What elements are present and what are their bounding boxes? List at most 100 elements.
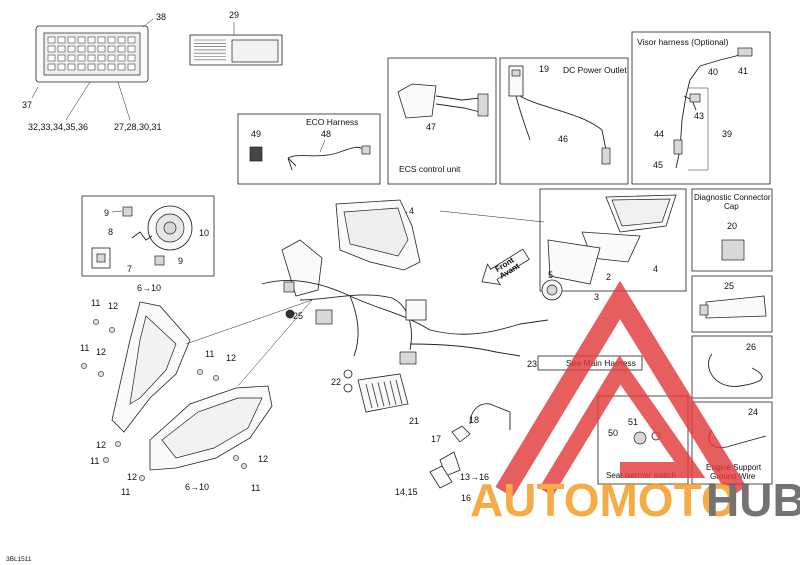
regulator-fin [365,383,373,409]
fuse-slot [97,36,106,44]
callout-11d: 11 [90,456,99,466]
callout-3: 3 [594,292,599,302]
callout-11f: 11 [121,487,130,497]
fuse-slot [87,54,96,62]
fuse-slot [127,54,136,62]
callout-2: 2 [606,272,611,282]
screw [139,475,145,481]
callout-32-36: 32,33,34,35,36 [28,122,88,132]
regulator-fin [395,379,403,405]
fuse-slot [77,54,86,62]
callout-6-10a: 6→10 [137,283,161,293]
callout-19: 19 [539,64,549,74]
screw [115,441,121,447]
callout-27-31: 27,28,30,31 [114,122,162,132]
fuse-slot [57,36,66,44]
fuse-label-sheet [189,34,283,66]
callout-9a: 9 [104,208,109,218]
fuse-slot [57,45,66,53]
front-arrow: Front Avant [481,248,530,286]
callout-18: 18 [469,415,479,425]
callout-12c: 12 [226,353,236,363]
callout-12e: 12 [258,454,268,464]
main-harness-text: See Main Harness [566,358,636,368]
diagram-code: 3BL1511 [6,556,32,563]
callout-41: 41 [738,66,748,76]
fuse-slot [77,63,86,71]
fuse-slot [67,36,76,44]
fuse-slot [87,36,96,44]
callout-23: 23 [527,359,537,369]
fuse-slot [77,45,86,53]
dc-power-outlet-box: DC Power Outlet [499,57,629,185]
fuse-slot [87,45,96,53]
screw [98,371,104,377]
callout-17: 17 [431,434,441,444]
gauge-assembly-box [539,188,687,301]
callout-13-16: 13→16 [460,472,489,482]
fuse-slot [107,45,116,53]
fuse-slot [47,45,56,53]
callout-29: 29 [229,10,239,20]
callout-4: 4 [653,264,658,274]
fuse-slot [127,63,136,71]
diag-cap-box: Diagnostic Connector Cap [691,188,773,272]
ecs-control-unit-title: ECS control unit [399,164,461,174]
callout-25a: 25 [724,281,734,291]
callout-16: 16 [461,493,471,503]
callout-26: 26 [746,342,756,352]
fuse-slot [97,63,106,71]
fuse-slot [67,63,76,71]
callout-8: 8 [108,227,113,237]
callout-6-10b: 6→10 [185,482,209,492]
callout-14-15: 14,15 [395,487,418,497]
regulator-fin [383,381,391,406]
fuse-slot [127,36,136,44]
callout-12f: 12 [127,472,137,482]
callout-7: 7 [127,264,132,274]
regulator-fin [389,380,397,405]
watermark-part2: HUB [706,474,800,526]
callout-12d: 12 [96,440,106,450]
callout-51: 51 [628,417,638,427]
fuse-slot [47,63,56,71]
fuse-slot [67,54,76,62]
callout-39: 39 [722,129,732,139]
visor-harness-title: Visor harness (Optional) [637,37,729,47]
callout-5: 5 [548,270,553,280]
eco-harness-title: ECO Harness [306,117,358,127]
diag-cap-title-line2: Cap [724,202,739,211]
callout-11e: 11 [251,483,260,493]
callout-46: 46 [558,134,568,144]
callout-20: 20 [727,221,737,231]
screw [93,319,99,325]
callout-9b: 9 [178,256,183,266]
fuse-slot [47,54,56,62]
eco-harness-box: ECO Harness [237,113,381,185]
watermark-part1: AUTOMOTO [470,474,737,526]
fuse-slot [97,45,106,53]
left-headlight-lower [149,385,273,471]
callout-10a: 10 [199,228,209,238]
fuse-slot [87,63,96,71]
screw [109,327,115,333]
regulator-fin [377,382,385,407]
fuse-slot [107,54,116,62]
callout-24: 24 [748,407,758,417]
fuse-slot [67,45,76,53]
callout-48: 48 [321,129,331,139]
screw [81,363,87,369]
screw [103,457,109,463]
callout-40: 40 [708,67,718,77]
fuse-slot [107,36,116,44]
heater-connector-assembly [429,403,511,489]
fuse-slot [107,63,116,71]
callout-11a: 11 [91,298,100,308]
automotohub-watermark: AUTOMOTO HUB [470,280,800,526]
fuse-box [35,25,149,83]
callout-11b: 11 [80,343,89,353]
fuse-slot [117,63,126,71]
main-harness-assembly [261,199,549,365]
fuse-slot [47,36,56,44]
